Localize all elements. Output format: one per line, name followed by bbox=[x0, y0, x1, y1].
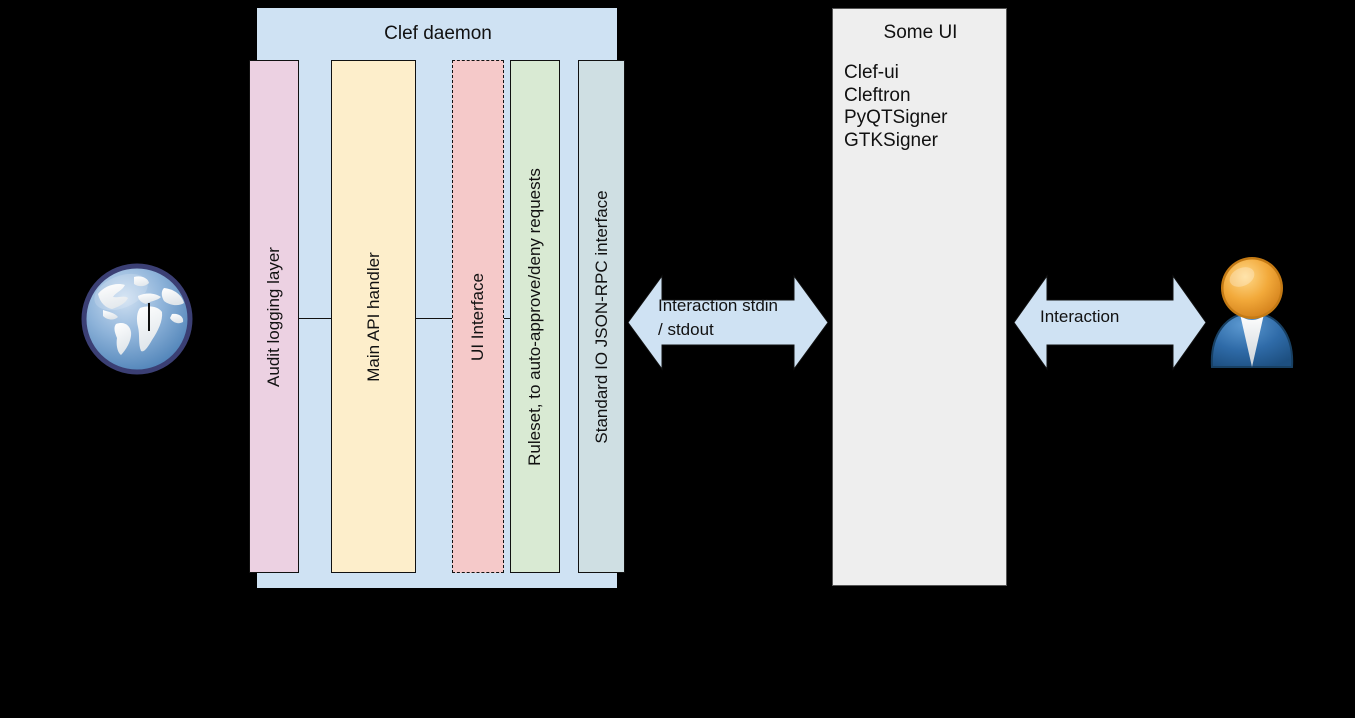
globe-icon bbox=[76, 258, 198, 380]
component-standard-io-jsonrpc-interface[interactable]: Standard IO JSON-RPC interface bbox=[578, 60, 625, 573]
arrow-ui-to-user-label: Interaction bbox=[1040, 307, 1120, 326]
component-ui-interface[interactable]: UI Interface bbox=[452, 60, 504, 573]
component-label: Main API handler bbox=[363, 251, 383, 382]
component-label: Audit logging layer bbox=[264, 246, 283, 387]
list-item[interactable]: Clef-ui bbox=[844, 62, 899, 83]
component-label: Ruleset, to auto-approve/deny requests bbox=[525, 167, 544, 466]
arrow-clef-to-ui-label: Interaction stdin / stdout bbox=[658, 296, 779, 339]
connector-line-audit-api bbox=[298, 318, 332, 319]
some-ui-panel[interactable]: Some UI Clef-ui Cleftron PyQTSigner GTKS… bbox=[832, 8, 1007, 586]
component-label: UI Interface bbox=[468, 272, 487, 361]
component-label: Standard IO JSON-RPC interface bbox=[591, 189, 611, 444]
arrow-clef-to-ui bbox=[628, 270, 828, 375]
clef-daemon-container: Clef daemon bbox=[257, 8, 617, 588]
list-item[interactable]: Cleftron bbox=[844, 84, 911, 106]
list-item[interactable]: GTKSigner bbox=[844, 129, 938, 151]
clef-daemon-title: Clef daemon bbox=[384, 23, 492, 44]
some-ui-title: Some UI bbox=[883, 22, 958, 43]
arrow-ui-to-user bbox=[1014, 270, 1206, 375]
list-item[interactable]: PyQTSigner bbox=[844, 107, 948, 128]
user-icon bbox=[1200, 255, 1304, 370]
component-ruleset[interactable]: Ruleset, to auto-approve/deny requests bbox=[510, 60, 560, 573]
component-audit-logging-layer[interactable]: Audit logging layer bbox=[249, 60, 299, 573]
some-ui-implementations-list: Clef-ui Cleftron PyQTSigner GTKSigner bbox=[844, 62, 947, 152]
component-main-api-handler[interactable]: Main API handler bbox=[331, 60, 416, 573]
